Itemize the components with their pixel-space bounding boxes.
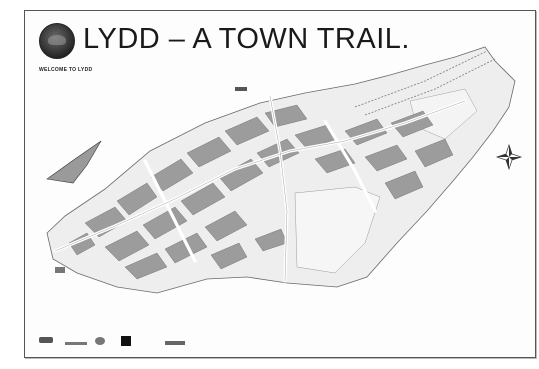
compass-north-arrow-icon xyxy=(46,140,102,184)
town-map xyxy=(46,46,523,294)
building-block xyxy=(164,232,208,264)
sponsor-logo xyxy=(95,337,105,345)
open-field xyxy=(294,186,381,274)
sponsor-logo xyxy=(121,336,131,346)
sponsor-logos xyxy=(35,335,225,349)
building-block xyxy=(414,138,454,168)
sponsor-logo xyxy=(165,341,185,345)
building-block xyxy=(204,210,248,242)
building-block xyxy=(186,136,232,168)
building-block xyxy=(210,242,248,270)
welcome-heading: WELCOME TO LYDD xyxy=(39,67,93,73)
town-crest-icon xyxy=(39,23,75,59)
building-block xyxy=(224,116,270,146)
side-road xyxy=(323,119,377,213)
poster-title: LYDD – A TOWN TRAIL. xyxy=(83,23,410,55)
building-block xyxy=(364,144,408,172)
building-block xyxy=(218,158,264,192)
railway-line xyxy=(354,50,496,116)
compass-rose-icon xyxy=(495,143,523,171)
building-block xyxy=(104,230,150,262)
building-block xyxy=(384,170,424,200)
building-block xyxy=(124,252,168,280)
sponsor-logo xyxy=(39,337,53,343)
building-block xyxy=(116,182,158,216)
building-block xyxy=(180,182,226,216)
map-poster: LYDD – A TOWN TRAIL. WELCOME TO LYDD xyxy=(24,10,536,358)
building-block xyxy=(142,206,188,240)
map-marker xyxy=(235,87,247,91)
side-road xyxy=(143,159,197,263)
map-marker xyxy=(55,267,65,273)
sponsor-logo xyxy=(65,342,87,345)
